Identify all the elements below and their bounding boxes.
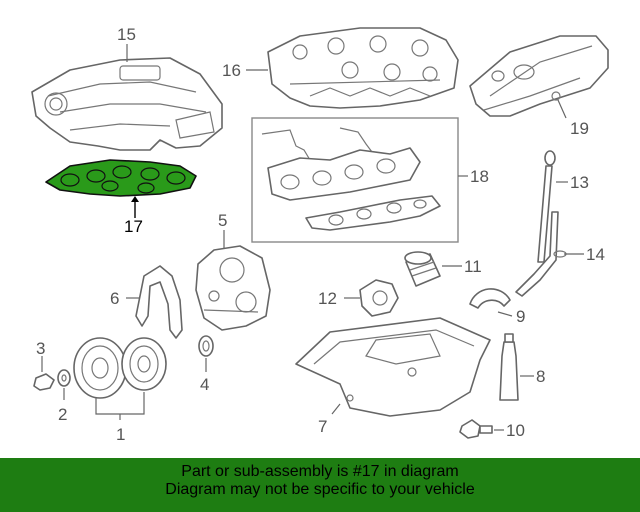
callout-4[interactable]: 4 bbox=[200, 375, 209, 394]
part-oil-filter[interactable] bbox=[404, 251, 441, 287]
leader-19 bbox=[557, 99, 567, 119]
arrowhead-17 bbox=[131, 196, 139, 202]
part-valve-cover[interactable] bbox=[469, 35, 609, 117]
part-timing-cover[interactable] bbox=[195, 245, 271, 331]
banner-line-2: Diagram may not be specific to your vehi… bbox=[165, 481, 475, 498]
parts-diagram: 15 17 16 19 bbox=[31, 25, 609, 444]
part-front-seal[interactable] bbox=[198, 335, 214, 357]
part-cylinder-head[interactable] bbox=[267, 27, 459, 109]
part-filter-adapter[interactable] bbox=[359, 279, 399, 317]
callout-10[interactable]: 10 bbox=[506, 421, 525, 440]
callout-6[interactable]: 6 bbox=[110, 289, 119, 308]
callout-13[interactable]: 13 bbox=[570, 173, 589, 192]
callout-7[interactable]: 7 bbox=[318, 417, 327, 436]
callout-15[interactable]: 15 bbox=[117, 25, 136, 44]
callout-2[interactable]: 2 bbox=[58, 405, 67, 424]
part-dipstick[interactable] bbox=[537, 150, 556, 263]
callout-19[interactable]: 19 bbox=[570, 119, 589, 138]
part-gasket-kit[interactable] bbox=[251, 117, 459, 243]
part-cover-gasket[interactable] bbox=[135, 265, 183, 339]
callout-5[interactable]: 5 bbox=[218, 211, 227, 230]
callout-3[interactable]: 3 bbox=[36, 339, 45, 358]
callout-17[interactable]: 17 bbox=[124, 217, 143, 236]
callout-14[interactable]: 14 bbox=[586, 245, 605, 264]
callout-11[interactable]: 11 bbox=[464, 257, 482, 276]
callout-1[interactable]: 1 bbox=[116, 425, 125, 444]
part-sealant-tube[interactable] bbox=[499, 333, 519, 401]
part-crank-pulley[interactable] bbox=[73, 337, 167, 399]
callout-16[interactable]: 16 bbox=[222, 61, 241, 80]
leader-9 bbox=[497, 311, 513, 317]
part-washer[interactable] bbox=[57, 369, 71, 387]
callout-8[interactable]: 8 bbox=[536, 367, 545, 386]
part-intake-manifold[interactable] bbox=[31, 57, 223, 151]
callout-9[interactable]: 9 bbox=[516, 307, 525, 326]
leader-7 bbox=[331, 403, 341, 415]
part-intake-gasket-highlighted[interactable] bbox=[45, 159, 197, 197]
info-banner: Part or sub-assembly is #17 in diagram D… bbox=[0, 458, 640, 512]
part-crank-bolt[interactable] bbox=[33, 373, 55, 391]
part-rear-seal[interactable] bbox=[469, 288, 511, 309]
part-oil-pan[interactable] bbox=[295, 317, 491, 417]
part-drain-bolt[interactable] bbox=[459, 419, 493, 439]
callout-18[interactable]: 18 bbox=[470, 167, 489, 186]
banner-line-1: Part or sub-assembly is #17 in diagram bbox=[181, 463, 459, 480]
callout-12[interactable]: 12 bbox=[318, 289, 337, 308]
